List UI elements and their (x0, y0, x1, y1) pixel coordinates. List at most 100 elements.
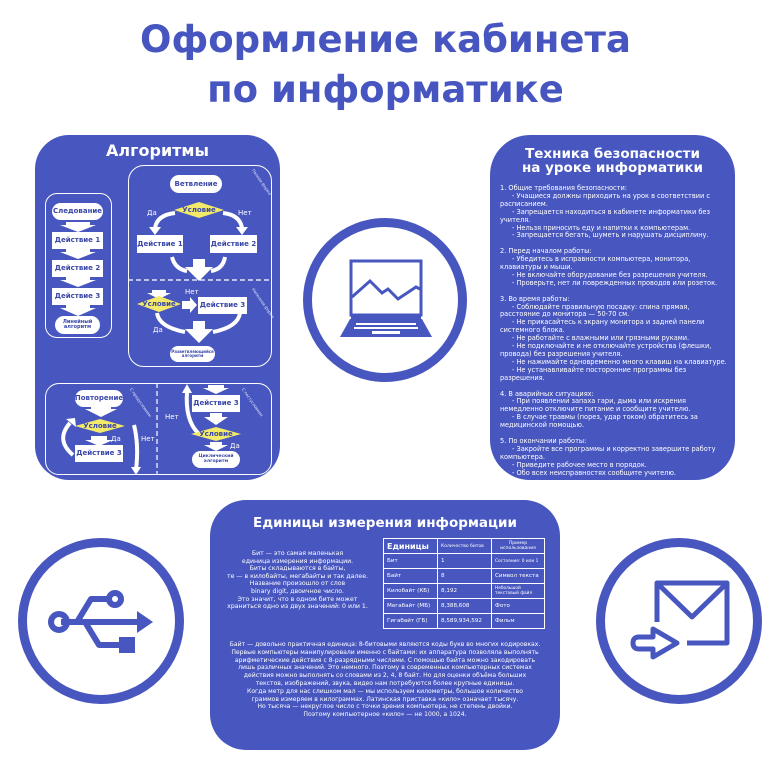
table-cell: 8,589,934,592 (437, 613, 492, 629)
safety-section: 5. По окончании работы:- Закройте все пр… (500, 436, 730, 478)
safety-rule: - Не прикасайтесь к экрану монитора и за… (500, 318, 705, 335)
partial-no-label: Нет (185, 288, 199, 296)
body-line: Но тысяча — некруглое число с точки зрен… (257, 703, 513, 711)
body-line: действия можно выполнять со словами из 2… (243, 672, 527, 680)
safety-section-heading: 3. Во время работы: (500, 294, 570, 303)
loop-pre-no-label: Нет (141, 435, 155, 443)
table-cell: Бит (383, 553, 438, 569)
table-cell: Гигабайт (ГБ) (383, 613, 438, 629)
intro-line: Это значит, что в одном бите может (237, 595, 358, 603)
table-header: Количество битов (437, 538, 492, 554)
body-line: Поэтому компьютерное «кило» — не 1000, а… (303, 711, 467, 719)
safety-panel: Техника безопасности на уроке информатик… (490, 135, 735, 480)
branch-action-1: Действие 1 (137, 235, 183, 253)
branch-condition: Условие (174, 202, 224, 218)
branch-no-label: Нет (238, 209, 252, 217)
partial-condition: Условие (137, 296, 181, 312)
body-line: арифметические действия с 8-разрядными ч… (234, 656, 536, 664)
safety-rule: - Приведите рабочее место в порядок. (512, 460, 647, 469)
intro-line: те — в килобайты, мегабайты и так далее. (227, 572, 368, 580)
loop-pre-start: Повторение (75, 390, 123, 407)
table-cell: 8 (437, 568, 492, 584)
safety-rule: - Нельзя приносить еду и напитки к компь… (512, 223, 691, 232)
branch-yes-label: Да (147, 209, 157, 217)
table-cell: 8,192 (437, 583, 492, 599)
intro-line: binary digit, двоичное число. (251, 587, 344, 595)
algorithms-title: Алгоритмы (106, 141, 209, 160)
units-table: Единицы Количество битов Пример использо… (383, 538, 545, 629)
intro-line: храниться одно из двух значений: 0 или 1… (227, 603, 368, 611)
safety-rule: - Учащиеся должны приходить на урок в со… (500, 191, 711, 208)
partial-yes-label: Да (153, 326, 163, 334)
page-title-line1: Оформление кабинета (140, 18, 631, 61)
table-cell: Фото (491, 598, 545, 614)
linear-algorithm-frame (45, 193, 112, 338)
table-header: Единицы (383, 538, 438, 554)
units-title: Единицы измерения информации (253, 515, 517, 531)
table-cell: 1 (437, 553, 492, 569)
linear-step-1: Действие 1 (52, 232, 103, 249)
safety-rule: - Запрещается находиться в кабинете инфо… (500, 207, 710, 224)
safety-rules: 1. Общие требования безопасности:- Учащи… (500, 184, 730, 485)
safety-section-heading: 1. Общие требования безопасности: (500, 184, 628, 192)
branch-start: Ветвление (170, 175, 222, 193)
table-cell: Небольшой текстовый файл (491, 583, 545, 599)
linear-end: Линейный алгоритм (55, 316, 100, 334)
safety-rule: - В случае травмы (порез, удар током) об… (500, 413, 698, 430)
safety-rule: - Соблюдайте правильную посадку: спина п… (500, 302, 690, 319)
safety-section: 4. В аварийных ситуациях:- При появлении… (500, 389, 730, 431)
table-cell: Состояние: 0 или 1 (491, 553, 545, 569)
safety-title-line2: на уроке информатики (521, 160, 704, 176)
loop-pre-condition: Условие (75, 419, 125, 433)
body-line: Байт — довольно практичная единица: 8-би… (229, 641, 541, 648)
safety-rule: - Проверьте, нет ли поврежденных проводо… (512, 278, 718, 287)
table-cell: 8,388,608 (437, 598, 492, 614)
linear-start: Следование (52, 203, 103, 220)
body-line: текстов, изображений, звука, видео нам п… (255, 679, 515, 687)
page-title-line2: по информатике (207, 68, 564, 111)
safety-rule: - Не нажимайте одновременно много клавиш… (512, 357, 727, 366)
algorithms-panel: Алгоритмы (35, 135, 280, 480)
safety-rule: - Не включайте оборудование без разрешен… (512, 270, 708, 279)
partial-action-3: Действие 3 (198, 297, 247, 314)
body-line: граммов измеряем в килограммах. Латинска… (251, 695, 519, 703)
table-cell: Килобайт (КБ) (383, 583, 438, 599)
safety-section-heading: 4. В аварийных ситуациях: (500, 389, 594, 398)
safety-title-line1: Техника безопасности (525, 146, 700, 162)
loop-post-yes-label: Да (230, 442, 240, 450)
loop-post-action: Действие 3 (192, 395, 240, 412)
body-line: Когда метр для нас слишком мал — мы испо… (247, 687, 523, 695)
branch-algorithm-frame (128, 165, 272, 367)
branch-action-2: Действие 2 (210, 235, 257, 253)
flowchart-arrows (60, 211, 272, 475)
loop-algorithms-frame (45, 383, 272, 475)
loop-post-end: Циклический алгоритм (192, 451, 240, 468)
units-body-text: Байт — довольно практичная единица: 8-би… (210, 641, 560, 719)
body-line: лишь различных значений. Это немного. По… (238, 664, 532, 672)
branch-end: Разветвляющийся алгоритм (170, 346, 215, 362)
intro-line: единица измерения информации. (241, 557, 354, 565)
loop-post-condition: Условие (191, 427, 241, 441)
body-line: Первые компьютеры манипулировали именно … (231, 648, 539, 656)
safety-rule: - Убедитесь в исправности компьютера, мо… (500, 255, 691, 272)
loop-post-no-label: Нет (165, 413, 179, 421)
intro-line: Название произошло от слов (249, 580, 346, 588)
safety-rule: - Не работайте с влажными или грязными р… (512, 334, 690, 343)
table-cell: Байт (383, 568, 438, 584)
loop-pre-yes-label: Да (111, 435, 121, 443)
safety-title: Техника безопасности на уроке информатик… (490, 147, 735, 175)
safety-rule: - Не устанавливайте посторонние программ… (500, 365, 687, 382)
table-header-row: Единицы Количество битов Пример использо… (383, 538, 545, 554)
units-panel: Единицы измерения информации Бит — это с… (210, 500, 560, 750)
laptop-icon (303, 218, 467, 382)
linear-step-3: Действие 3 (52, 288, 103, 305)
safety-section: 2. Перед началом работы:- Убедитесь в ис… (500, 247, 730, 288)
safety-rule: - При появлении запаха гари, дыма или ис… (500, 397, 691, 414)
safety-section-heading: 5. По окончании работы: (500, 436, 587, 445)
